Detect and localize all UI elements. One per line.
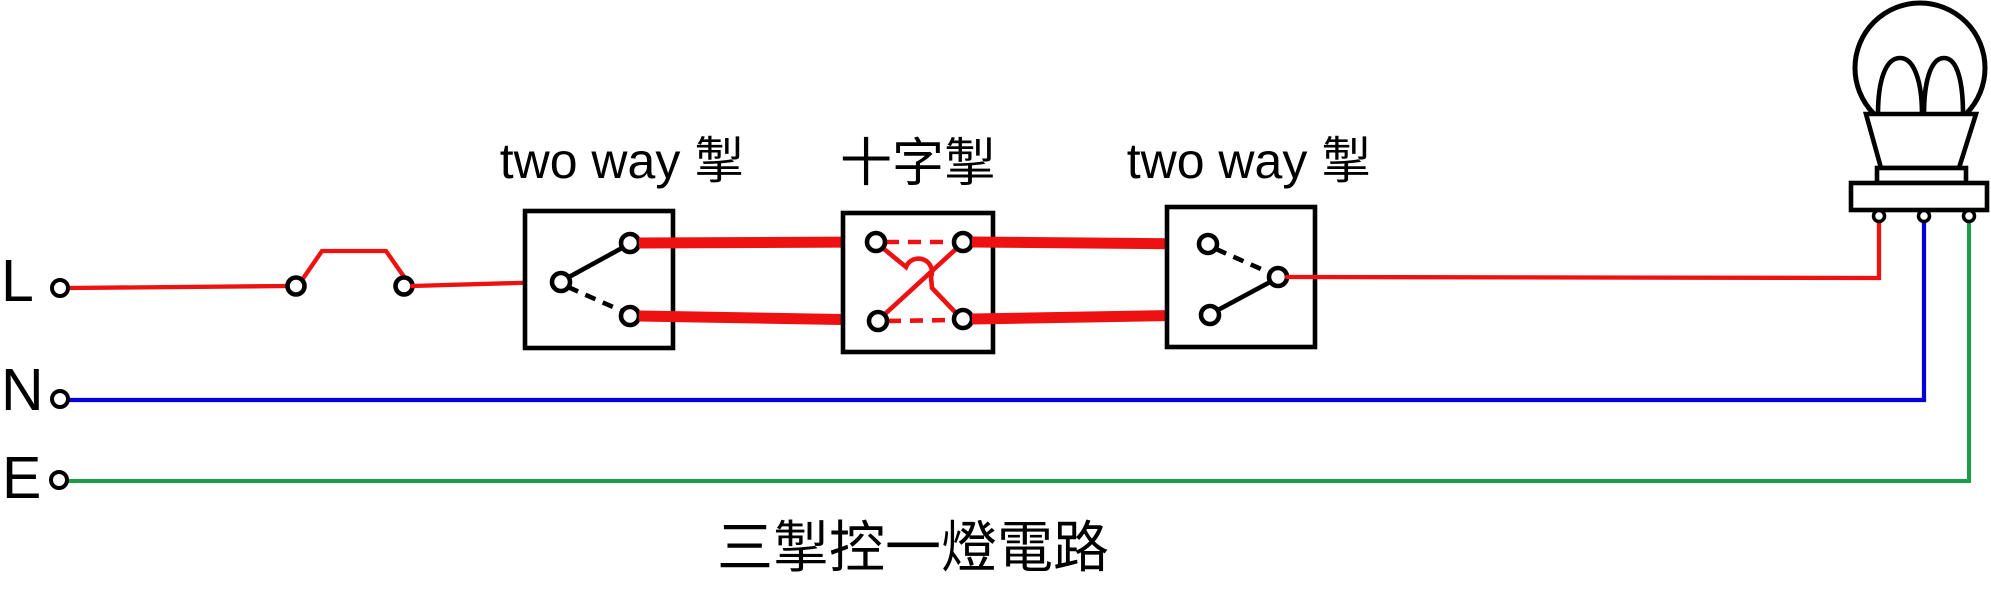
strap-wire-bottom-2 [971,309,1202,325]
switch1-blade-open [567,284,623,314]
intermediate-switch [840,210,996,355]
supply-terminals: L N E [1,248,44,511]
switch1-label: two way 掣 [500,133,745,189]
switched-live-wire-to-lamp [1284,218,1882,281]
live-wire-to-fuse [65,283,291,291]
switch3-label: two way 掣 [1127,133,1372,189]
switch2-top-terminal [1196,232,1220,256]
switch2-blade-closed [1216,279,1272,313]
switch1-top-terminal [618,231,642,255]
lamp-base [1848,180,1990,213]
switch2-label: 十字掣 [840,135,996,193]
switch1-common-terminal [549,270,573,294]
cross-top-left-terminal [864,230,888,254]
strap-wire-top-1 [638,236,869,249]
earth-terminal-node [49,470,69,490]
page-title: 三掣控一燈電路 [717,518,1109,580]
neutral-terminal-node [50,389,70,409]
cross-diagonal-up [883,247,958,316]
lamp-pin-earth [1961,208,1977,224]
earth-wire [67,222,1971,483]
lamp-pin-neutral [1916,208,1932,224]
switch1-blade-closed [567,245,624,280]
fuse-terminal-node [285,275,307,297]
cross-top-right-terminal [951,230,975,254]
neutral-wire [68,222,1927,403]
switch2-common-terminal [1266,265,1290,289]
lamp-pin-live [1871,208,1887,224]
strap-wire-top-2 [971,236,1201,250]
lamp-icon [1848,0,1990,224]
switch2-blade-open [1215,246,1271,276]
switch1-box [522,208,676,351]
cross-bottom-left-terminal [866,309,890,333]
fuse-link-icon [285,248,415,297]
neutral-terminal-label: N [1,357,44,423]
switch2-bottom-terminal [1198,303,1222,327]
strap-wire-bottom-1 [638,310,871,326]
cross-straight-bottom-open [887,317,955,324]
live-terminal-label: L [1,248,34,314]
bulb-filament [1875,55,1966,115]
switch1-bottom-terminal [618,304,642,328]
earth-terminal-label: E [2,445,41,511]
cross-bottom-right-terminal [951,307,975,331]
two-way-switch-1 [522,208,676,351]
cross-diagonal-down-with-hop [882,247,957,314]
fuse-link-bridge [299,248,410,284]
lamp-neck [1862,111,1980,171]
live-terminal-node [50,278,70,298]
